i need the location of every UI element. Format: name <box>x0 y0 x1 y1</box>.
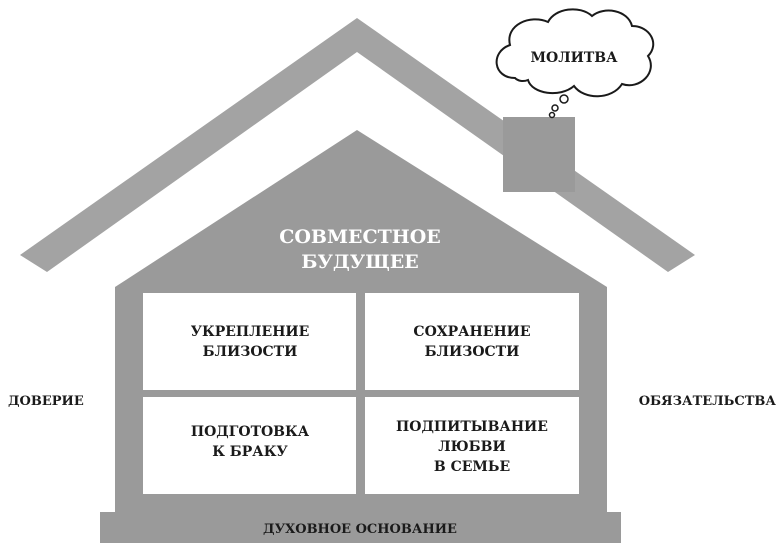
roof-label-line-2: БУДУЩЕЕ <box>301 251 419 273</box>
chimney <box>503 117 575 192</box>
room-top-left-line-1: УКРЕПЛЕНИЕ <box>191 324 310 340</box>
room-top-left <box>143 293 356 390</box>
room-bottom-left <box>143 397 356 494</box>
room-top-right-line-2: БЛИЗОСТИ <box>425 344 520 360</box>
bubble-small <box>548 111 556 119</box>
foundation <box>100 512 621 543</box>
roof-label-line-1: СОВМЕСТНОЕ <box>279 226 441 248</box>
room-top-left-line-2: БЛИЗОСТИ <box>203 344 298 360</box>
room-top-right-line-1: СОХРАНЕНИЕ <box>413 324 530 340</box>
room-bottom-right <box>365 397 579 494</box>
foundation-label: ДУХОВНОЕ ОСНОВАНИЕ <box>263 522 457 537</box>
prayer-cloud <box>495 8 655 98</box>
room-bottom-right-line-1: ПОДПИТЫВАНИЕ <box>396 419 548 435</box>
room-top-right <box>365 293 579 390</box>
room-bottom-left-line-2: К БРАКУ <box>212 444 288 460</box>
room-bottom-right-line-2: ЛЮБВИ <box>438 439 505 455</box>
cloud-label: МОЛИТВА <box>531 50 619 66</box>
room-bottom-right-line-3: В СЕМЬЕ <box>434 459 510 475</box>
right-wall-label: ОБЯЗАТЕЛЬСТВА <box>639 394 777 409</box>
bubble-large <box>559 94 569 104</box>
left-wall-label: ДОВЕРИЕ <box>8 394 84 409</box>
room-bottom-left-line-1: ПОДГОТОВКА <box>191 424 310 440</box>
bubble-medium <box>551 104 559 112</box>
